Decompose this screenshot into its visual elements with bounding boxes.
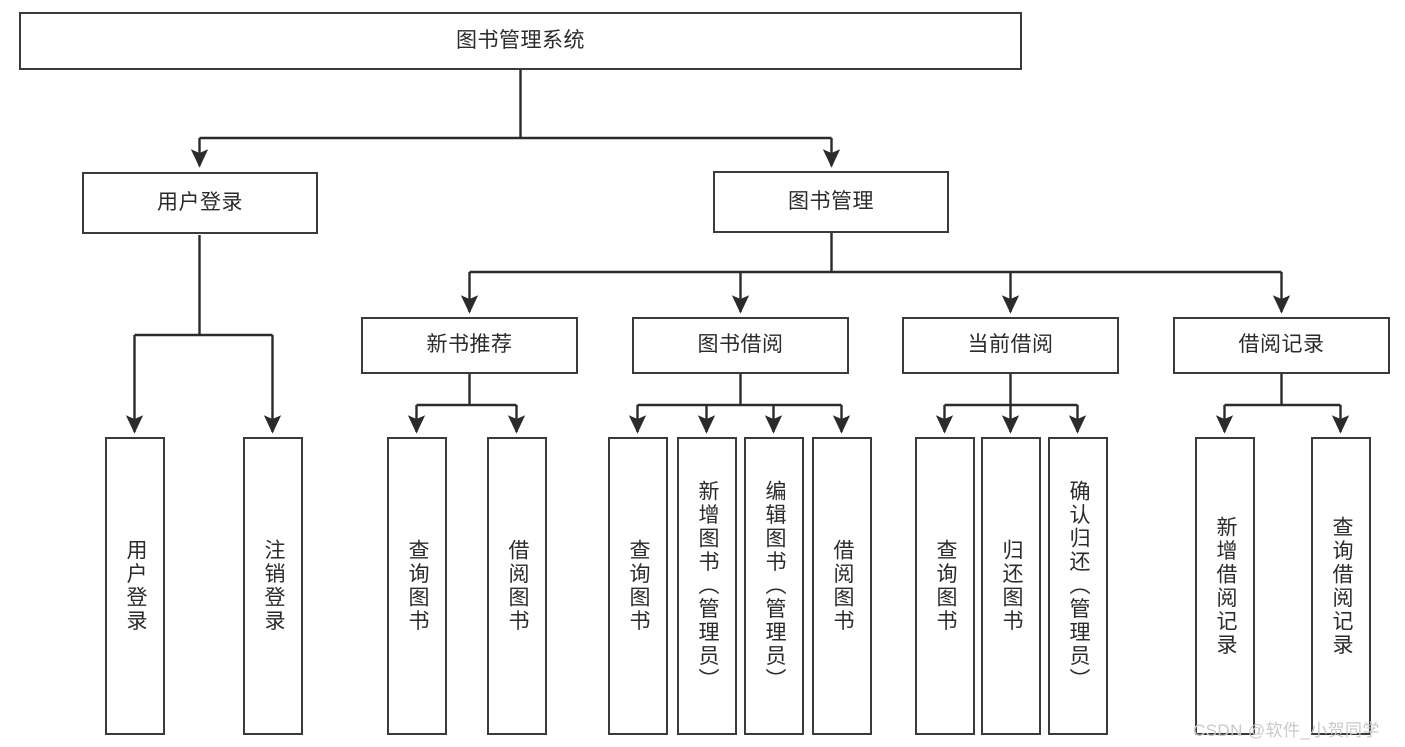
node-label: 借阅图书 xyxy=(831,539,855,633)
csdn-watermark: CSDN @软件_小贺同学 xyxy=(1193,721,1380,740)
node-leaf-edit-book-admin[interactable]: 编辑图书（管理员） xyxy=(744,437,804,735)
node-new-book-recommend[interactable]: 新书推荐 xyxy=(361,317,578,374)
node-leaf-logout[interactable]: 注销登录 xyxy=(243,437,303,735)
node-label: 新增图书（管理员） xyxy=(696,480,720,692)
node-label: 新增借阅记录 xyxy=(1214,515,1238,657)
node-leaf-user-login[interactable]: 用户登录 xyxy=(105,437,165,735)
node-book-manage[interactable]: 图书管理 xyxy=(713,171,949,233)
node-label: 查询图书 xyxy=(934,539,958,633)
node-label: 查询图书 xyxy=(627,539,651,633)
node-borrow-record[interactable]: 借阅记录 xyxy=(1173,317,1390,374)
node-leaf-add-book-admin[interactable]: 新增图书（管理员） xyxy=(677,437,737,735)
node-root-system[interactable]: 图书管理系统 xyxy=(19,12,1022,70)
node-leaf-return-book[interactable]: 归还图书 xyxy=(981,437,1041,735)
node-label: 当前借阅 xyxy=(967,333,1054,357)
node-label: 用户登录 xyxy=(157,190,243,214)
node-leaf-query-borrow-record[interactable]: 查询借阅记录 xyxy=(1311,437,1371,735)
node-leaf-query-book-current[interactable]: 查询图书 xyxy=(915,437,975,735)
node-label: 确认归还（管理员） xyxy=(1067,480,1091,692)
node-label: 查询图书 xyxy=(406,539,430,633)
node-label: 查询借阅记录 xyxy=(1330,515,1354,657)
node-current-borrow[interactable]: 当前借阅 xyxy=(902,317,1119,374)
node-leaf-query-book-borrow[interactable]: 查询图书 xyxy=(608,437,668,735)
node-label: 注销登录 xyxy=(262,539,286,633)
node-label: 归还图书 xyxy=(1000,539,1024,633)
node-label: 图书管理系统 xyxy=(456,28,585,52)
node-leaf-query-book-recommend[interactable]: 查询图书 xyxy=(387,437,447,735)
node-label: 借阅图书 xyxy=(506,539,530,633)
node-label: 新书推荐 xyxy=(426,333,513,357)
node-user-login[interactable]: 用户登录 xyxy=(82,172,318,234)
node-leaf-add-borrow-record[interactable]: 新增借阅记录 xyxy=(1195,437,1255,735)
node-label: 编辑图书（管理员） xyxy=(763,480,787,692)
node-label: 图书借阅 xyxy=(697,333,784,357)
node-label: 用户登录 xyxy=(124,539,148,633)
node-leaf-borrow-book[interactable]: 借阅图书 xyxy=(812,437,872,735)
node-label: 借阅记录 xyxy=(1238,333,1325,357)
node-leaf-confirm-return-admin[interactable]: 确认归还（管理员） xyxy=(1048,437,1108,735)
node-book-borrow[interactable]: 图书借阅 xyxy=(632,317,849,374)
node-label: 图书管理 xyxy=(788,189,874,213)
node-leaf-borrow-book-recommend[interactable]: 借阅图书 xyxy=(487,437,547,735)
